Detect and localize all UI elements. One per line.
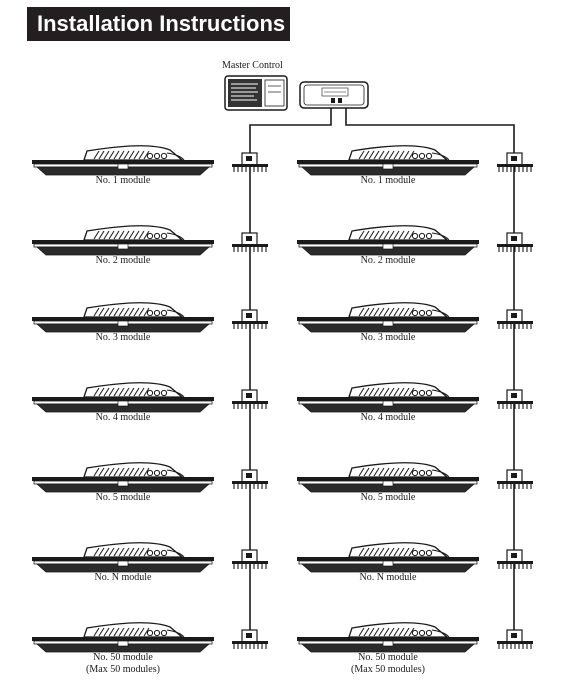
junction-box-left-2 [232,232,268,252]
module-label-left-6: No. N module [94,572,152,583]
module-label-right-7: No. 50 module [358,652,418,663]
module-right-6 [297,542,479,573]
module-left-6 [32,542,214,573]
junction-box-right-6 [497,549,533,569]
module-left-4 [32,382,214,413]
junction-box-right-1 [497,152,533,172]
module-left-5 [32,462,214,493]
junction-box-left-3 [232,309,268,329]
module-label-right-2: No. 2 module [360,255,416,266]
module-right-3 [297,302,479,333]
max-modules-note-right: (Max 50 modules) [351,664,425,675]
junction-box-left-1 [232,152,268,172]
module-label-right-5: No. 5 module [360,492,416,503]
module-label-left-5: No. 5 module [95,492,151,503]
module-right-2 [297,225,479,256]
junction-box-right-5 [497,469,533,489]
junction-box-left-7 [232,629,268,649]
page-title: Installation Instructions [27,7,290,41]
module-left-7 [32,622,214,653]
master-control-label: Master Control [222,60,283,71]
module-left-3 [32,302,214,333]
module-label-left-2: No. 2 module [95,255,151,266]
master-controller-device [224,75,288,111]
junction-box-right-4 [497,389,533,409]
module-left-1 [32,145,214,176]
max-modules-note-left: (Max 50 modules) [86,664,160,675]
module-right-7 [297,622,479,653]
junction-box-right-2 [497,232,533,252]
master-controller-unit [299,81,369,109]
module-right-1 [297,145,479,176]
module-label-left-4: No. 4 module [95,412,151,423]
module-left-2 [32,225,214,256]
junction-box-left-6 [232,549,268,569]
module-label-right-4: No. 4 module [360,412,416,423]
module-label-left-7: No. 50 module [93,652,153,663]
module-label-right-6: No. N module [359,572,417,583]
module-label-right-1: No. 1 module [360,175,416,186]
module-label-left-3: No. 3 module [95,332,151,343]
junction-box-left-5 [232,469,268,489]
module-label-right-3: No. 3 module [360,332,416,343]
junction-box-right-7 [497,629,533,649]
module-right-4 [297,382,479,413]
junction-box-right-3 [497,309,533,329]
junction-box-left-4 [232,389,268,409]
module-right-5 [297,462,479,493]
module-label-left-1: No. 1 module [95,175,151,186]
